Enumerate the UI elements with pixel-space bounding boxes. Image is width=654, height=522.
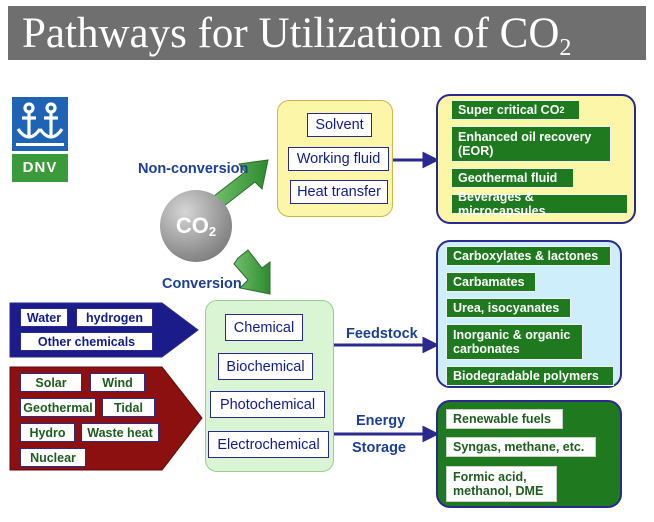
input-water: Water: [20, 308, 68, 327]
input-tidal: Tidal: [102, 398, 155, 417]
flow-arrow-feedstock: [334, 336, 440, 354]
product-carbonates: Inorganic & organic carbonates: [446, 324, 583, 360]
product-beverages: Beverages & microcapsules: [451, 190, 628, 218]
page-title: Pathways for Utilization of CO2: [22, 10, 572, 61]
input-geothermal: Geothermal: [20, 398, 96, 417]
input-hydrogen: hydrogen: [76, 308, 153, 327]
flow-arrow-energy: [334, 425, 440, 443]
label-storage: Storage: [352, 440, 406, 456]
product-eor: Enhanced oil recovery (EOR): [451, 126, 611, 162]
dnv-logo-text: DNV: [12, 154, 68, 182]
use-working-fluid: Working fluid: [288, 147, 389, 171]
label-feedstock: Feedstock: [346, 326, 418, 342]
input-hydro: Hydro: [20, 423, 75, 442]
product-geothermal-fluid: Geothermal fluid: [451, 168, 574, 188]
use-heat-transfer: Heat transfer: [290, 180, 388, 204]
non-conversion-arrow: [213, 159, 269, 207]
product-urea: Urea, isocyanates: [446, 298, 571, 318]
conversion-arrow: [233, 249, 271, 295]
input-other-chemicals: Other chemicals: [20, 332, 153, 351]
product-carboxylates: Carboxylates & lactones: [446, 246, 611, 266]
label-energy: Energy: [356, 413, 406, 429]
energy-inputs-arrow: [9, 366, 203, 471]
input-nuclear: Nuclear: [20, 448, 86, 467]
anchor-logo-icon: [12, 97, 68, 151]
input-wind: Wind: [90, 373, 145, 392]
product-polymers: Biodegradable polymers: [446, 366, 614, 386]
input-waste-heat: Waste heat: [81, 423, 159, 442]
conversion-photochemical: Photochemical: [210, 391, 325, 418]
input-solar: Solar: [20, 373, 82, 392]
label-conversion: Conversion: [162, 276, 242, 292]
product-formic-acid: Formic acid, methanol, DME: [446, 466, 557, 502]
use-solvent: Solvent: [307, 113, 372, 137]
flow-arrow-uses: [392, 151, 440, 169]
conversion-chemical: Chemical: [225, 314, 303, 341]
product-syngas: Syngas, methane, etc.: [446, 437, 596, 457]
label-non-conversion: Non-conversion: [138, 161, 249, 177]
product-renewable-fuels: Renewable fuels: [446, 409, 563, 429]
conversion-biochemical: Biochemical: [218, 353, 313, 380]
conversion-electrochemical: Electrochemical: [208, 431, 329, 458]
title-bar: Pathways for Utilization of CO2: [8, 6, 646, 61]
product-carbamates: Carbamates: [446, 272, 536, 292]
